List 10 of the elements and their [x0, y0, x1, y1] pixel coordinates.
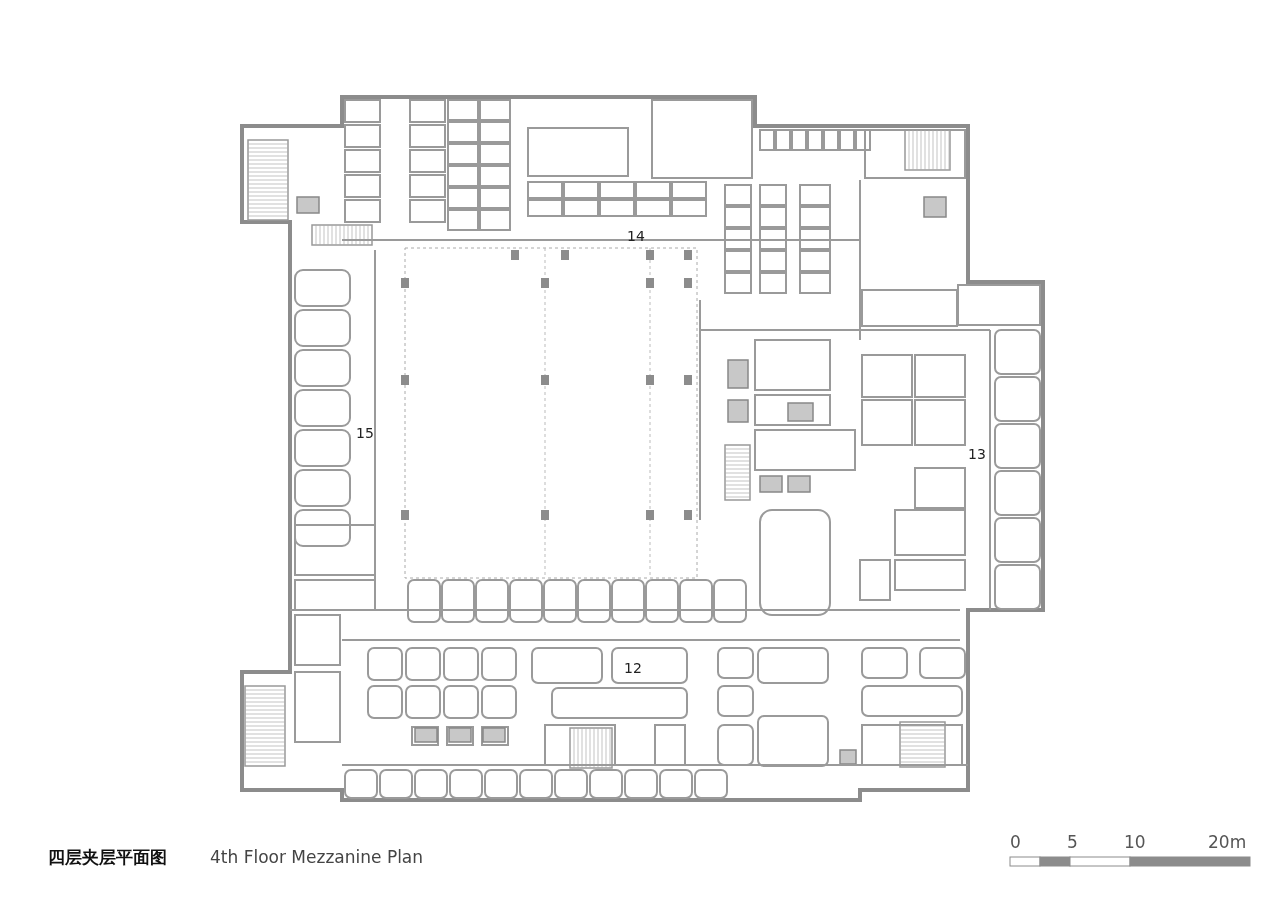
scale-label: 5: [1067, 833, 1078, 851]
plan-title: 四层夹层平面图: [48, 846, 167, 869]
room-number: 15: [356, 425, 374, 441]
room-number: 12: [624, 660, 642, 676]
scale-label: 20m: [1208, 833, 1247, 851]
scale-label: 0: [1010, 833, 1021, 851]
plan-caption: 4th Floor Mezzanine Plan: [210, 847, 424, 867]
scale-label: 10: [1124, 833, 1146, 851]
room-number: 14: [627, 228, 645, 244]
room-number: 13: [968, 446, 986, 462]
